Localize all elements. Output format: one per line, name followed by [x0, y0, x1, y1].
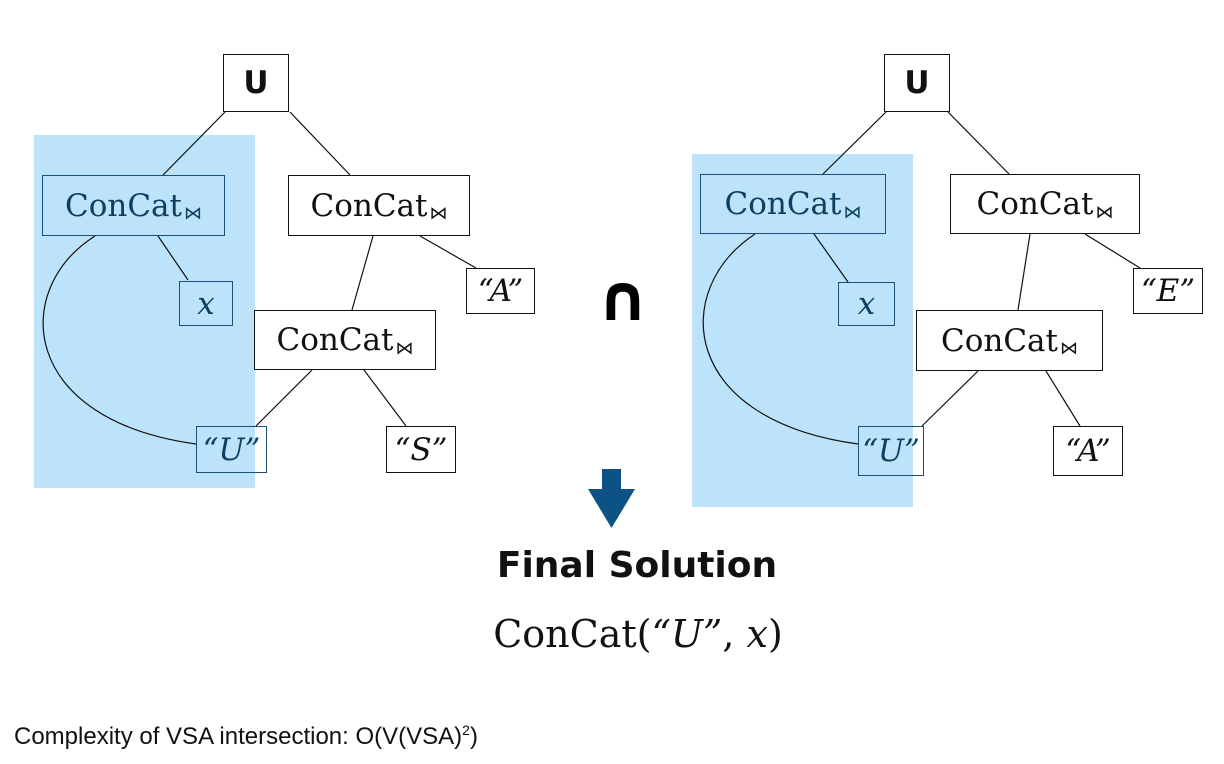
edge-right-root-concat-right [947, 111, 1011, 176]
edge-right-concat-curve-leaf-u [702, 233, 859, 445]
final-solution-formula: ConCat(“U”, x) [493, 612, 783, 656]
edge-right-concat-bottom-leaf-u [921, 370, 979, 427]
right-leaf-a-node: “A” [1053, 426, 1123, 476]
edge-left-concat-bottom-leaf-s [363, 369, 407, 427]
left-concat-bottom-node: ConCat⋈ [254, 310, 436, 370]
edge-left-concat-x [157, 235, 189, 281]
edge-left-concat-right-leaf-a [419, 235, 477, 269]
right-concat-node-highlighted: ConCat⋈ [700, 174, 886, 234]
left-root-union-node: U [223, 54, 289, 112]
right-concat-bottom-node: ConCat⋈ [916, 310, 1103, 371]
left-leaf-s-node: “S” [386, 426, 456, 473]
left-x-node: x [179, 281, 233, 326]
left-concat-right-node: ConCat⋈ [288, 175, 470, 236]
right-leaf-e-node: “E” [1133, 268, 1203, 314]
edge-left-concat-bottom-leaf-u [255, 369, 313, 427]
left-leaf-u-node: “U” [196, 426, 267, 473]
edge-left-concat-right-concat-bottom [351, 235, 374, 311]
edge-right-concat-x [813, 233, 849, 283]
right-x-node: x [838, 282, 895, 326]
edge-right-concat-right-leaf-e [1084, 233, 1141, 269]
intersection-operator: ∩ [597, 262, 649, 336]
left-highlight-panel [34, 135, 255, 488]
right-root-union-node: U [884, 54, 950, 112]
edge-left-concat-curve-leaf-u [42, 235, 197, 445]
right-highlight-panel [692, 154, 913, 507]
edge-right-concat-bottom-leaf-a [1045, 370, 1081, 427]
final-solution-title: Final Solution [496, 545, 778, 586]
edge-left-root-concat-left [162, 111, 226, 176]
right-leaf-u-node: “U” [858, 426, 924, 476]
left-concat-node-highlighted: ConCat⋈ [42, 175, 225, 236]
down-arrow-icon [588, 469, 635, 528]
edge-right-root-concat-left [821, 111, 887, 176]
left-leaf-a-node: “A” [466, 268, 535, 314]
edge-left-root-concat-right [289, 111, 351, 176]
right-concat-right-node: ConCat⋈ [950, 174, 1140, 234]
complexity-note: Complexity of VSA intersection: O(V(VSA)… [14, 722, 478, 750]
edge-right-concat-right-concat-bottom [1017, 233, 1031, 311]
